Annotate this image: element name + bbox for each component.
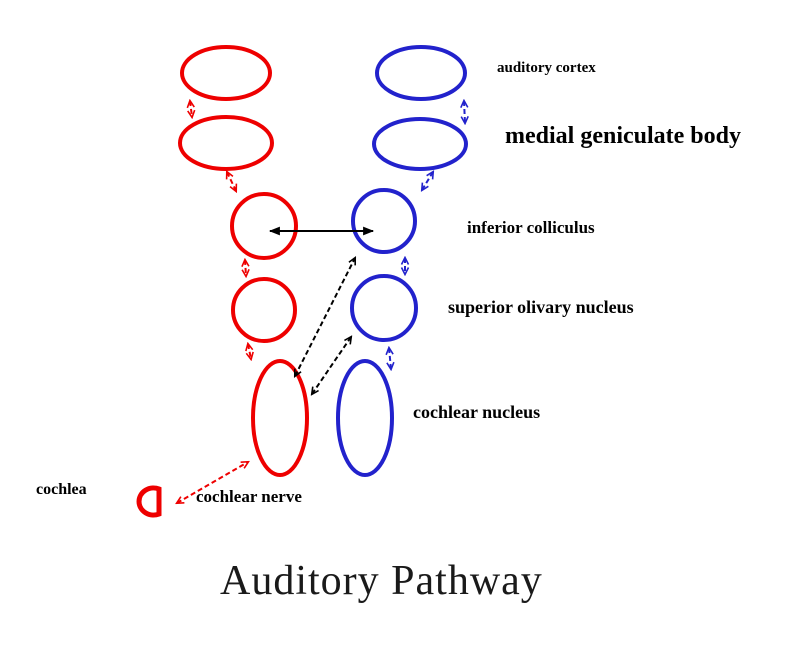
node-superior-olivary-right xyxy=(350,274,418,342)
node-medial-geniculate-left xyxy=(178,115,274,171)
arrow-son-ic-left xyxy=(245,260,246,276)
arrow-ic-mgb-right xyxy=(422,172,433,190)
node-auditory-cortex-left xyxy=(180,45,272,101)
node-auditory-cortex-right xyxy=(375,45,467,101)
node-cochlear-nucleus-left xyxy=(251,359,309,477)
label-cochlear-nucleus: cochlear nucleus xyxy=(413,402,541,422)
arrow-cn-son-left xyxy=(248,344,251,359)
arrow-cn-left-to-ic-right xyxy=(295,258,355,376)
arrow-cn-son-right xyxy=(389,348,391,369)
left-pathway-arrows xyxy=(177,101,251,503)
label-cochlea: cochlea xyxy=(36,481,87,498)
node-medial-geniculate-right xyxy=(372,117,468,171)
label-medial-geniculate-body: medial geniculate body xyxy=(505,123,742,149)
arrow-cn-left-to-son-right xyxy=(312,337,351,394)
right-pathway-nodes xyxy=(336,45,468,477)
node-inferior-colliculus-right xyxy=(351,188,417,254)
label-inferior-colliculus: inferior colliculus xyxy=(467,218,595,237)
label-auditory-cortex: auditory cortex xyxy=(497,60,596,76)
left-pathway-nodes xyxy=(136,45,309,518)
node-cochlea xyxy=(136,485,162,518)
arrow-mgb-cortex-right xyxy=(464,101,465,123)
interaural-arrows xyxy=(268,226,375,394)
arrow-ic-mgb-left xyxy=(227,172,236,191)
label-cochlear-nerve: cochlear nerve xyxy=(196,487,302,506)
node-superior-olivary-left xyxy=(231,277,297,343)
node-inferior-colliculus-left xyxy=(230,192,298,260)
node-cochlear-nucleus-right xyxy=(336,359,394,477)
arrow-mgb-cortex-left xyxy=(190,101,192,117)
label-superior-olivary-nucleus: superior olivary nucleus xyxy=(448,297,634,317)
diagram-title: Auditory Pathway xyxy=(220,558,543,604)
arrow-cochlear-nerve xyxy=(177,462,248,503)
right-pathway-arrows xyxy=(389,101,465,369)
